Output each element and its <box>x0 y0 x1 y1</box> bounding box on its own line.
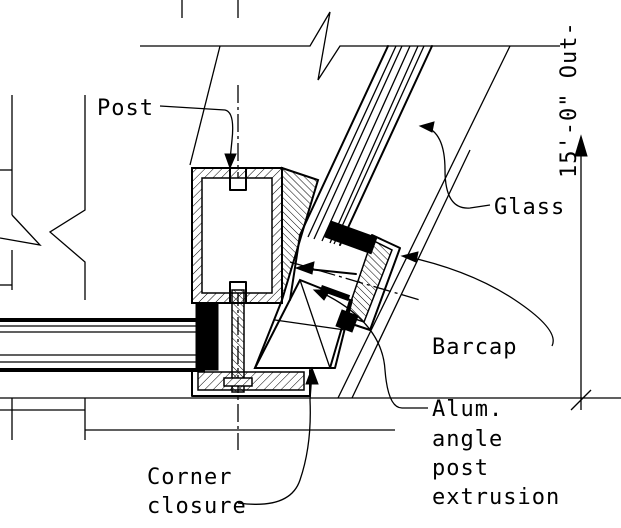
leaders <box>159 105 554 505</box>
label-alum-line1: Alum. <box>432 397 503 422</box>
label-corner-line2: closure <box>147 494 247 519</box>
label-post: Post <box>97 96 154 121</box>
label-barcap: Barcap <box>432 335 517 360</box>
label-alum-line4: extrusion <box>432 485 560 510</box>
label-alum-line3: post <box>432 456 489 481</box>
left-break-line <box>0 95 86 300</box>
barcap-profile <box>335 234 401 333</box>
dimension-text: 15'-0" Out- <box>557 21 582 178</box>
horizontal-glazing <box>0 303 219 372</box>
label-alum-line2: angle <box>432 427 503 452</box>
direction-line <box>289 261 421 301</box>
dimension-line <box>570 134 592 411</box>
top-break-line <box>140 0 560 81</box>
sloped-glass <box>289 45 433 301</box>
sloped-wall-lines <box>189 45 511 399</box>
label-glass: Glass <box>494 195 565 220</box>
label-corner-line1: Corner <box>147 465 232 490</box>
bolt-assembly <box>191 289 311 397</box>
post-tube <box>191 167 283 304</box>
